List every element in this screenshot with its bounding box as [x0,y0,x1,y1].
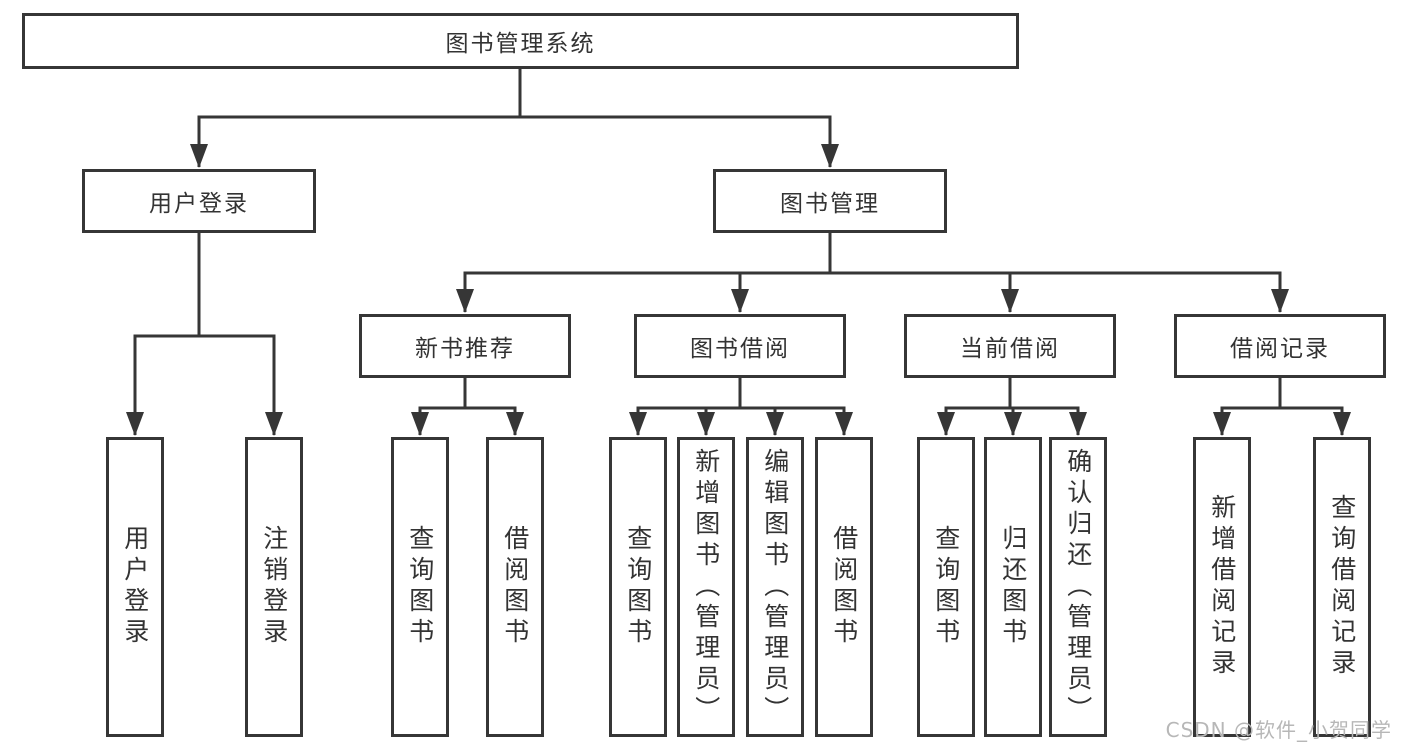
leaf-label: 编辑图书（管理员） [760,447,790,727]
leaf-add-book-admin: 新增图书（管理员） [677,437,735,737]
node-label: 当前借阅 [960,336,1060,362]
node-label: 借阅记录 [1230,336,1330,362]
leaf-label: 归还图书 [998,525,1028,649]
node-label: 图书借阅 [690,336,790,362]
leaf-label: 用户登录 [120,525,150,649]
node-new-book-recommend: 新书推荐 [359,314,571,378]
leaf-label: 借阅图书 [829,525,859,649]
watermark: CSDN @软件_小贺同学 [1165,718,1392,742]
node-borrow-records: 借阅记录 [1174,314,1386,378]
node-label: 图书管理系统 [445,31,596,57]
leaf-return-book: 归还图书 [984,437,1042,737]
leaf-borrow-books-1: 借阅图书 [486,437,544,737]
leaf-label: 查询图书 [931,525,961,649]
node-current-borrow: 当前借阅 [904,314,1116,378]
node-book-borrow: 图书借阅 [634,314,846,378]
leaf-query-books-1: 查询图书 [391,437,449,737]
leaf-confirm-return-admin: 确认归还（管理员） [1049,437,1107,737]
leaf-label: 查询借阅记录 [1327,494,1357,680]
node-library-management-system: 图书管理系统 [22,13,1019,69]
leaf-edit-book-admin: 编辑图书（管理员） [746,437,804,737]
leaf-label: 新增图书（管理员） [691,447,721,727]
leaf-query-books-2: 查询图书 [609,437,667,737]
leaf-borrow-books-2: 借阅图书 [815,437,873,737]
node-label: 新书推荐 [415,336,515,362]
leaf-label: 查询图书 [623,525,653,649]
node-user-login: 用户登录 [82,169,316,233]
node-label: 用户登录 [149,191,249,217]
node-label: 图书管理 [780,191,880,217]
leaf-label: 确认归还（管理员） [1063,447,1093,727]
leaf-query-books-3: 查询图书 [917,437,975,737]
leaf-label: 查询图书 [405,525,435,649]
leaf-query-borrow-record: 查询借阅记录 [1313,437,1371,737]
leaf-add-borrow-record: 新增借阅记录 [1193,437,1251,737]
leaf-logout: 注销登录 [245,437,303,737]
leaf-label: 借阅图书 [500,525,530,649]
node-book-management: 图书管理 [713,169,947,233]
leaf-user-login: 用户登录 [106,437,164,737]
leaf-label: 注销登录 [259,525,289,649]
leaf-label: 新增借阅记录 [1207,494,1237,680]
